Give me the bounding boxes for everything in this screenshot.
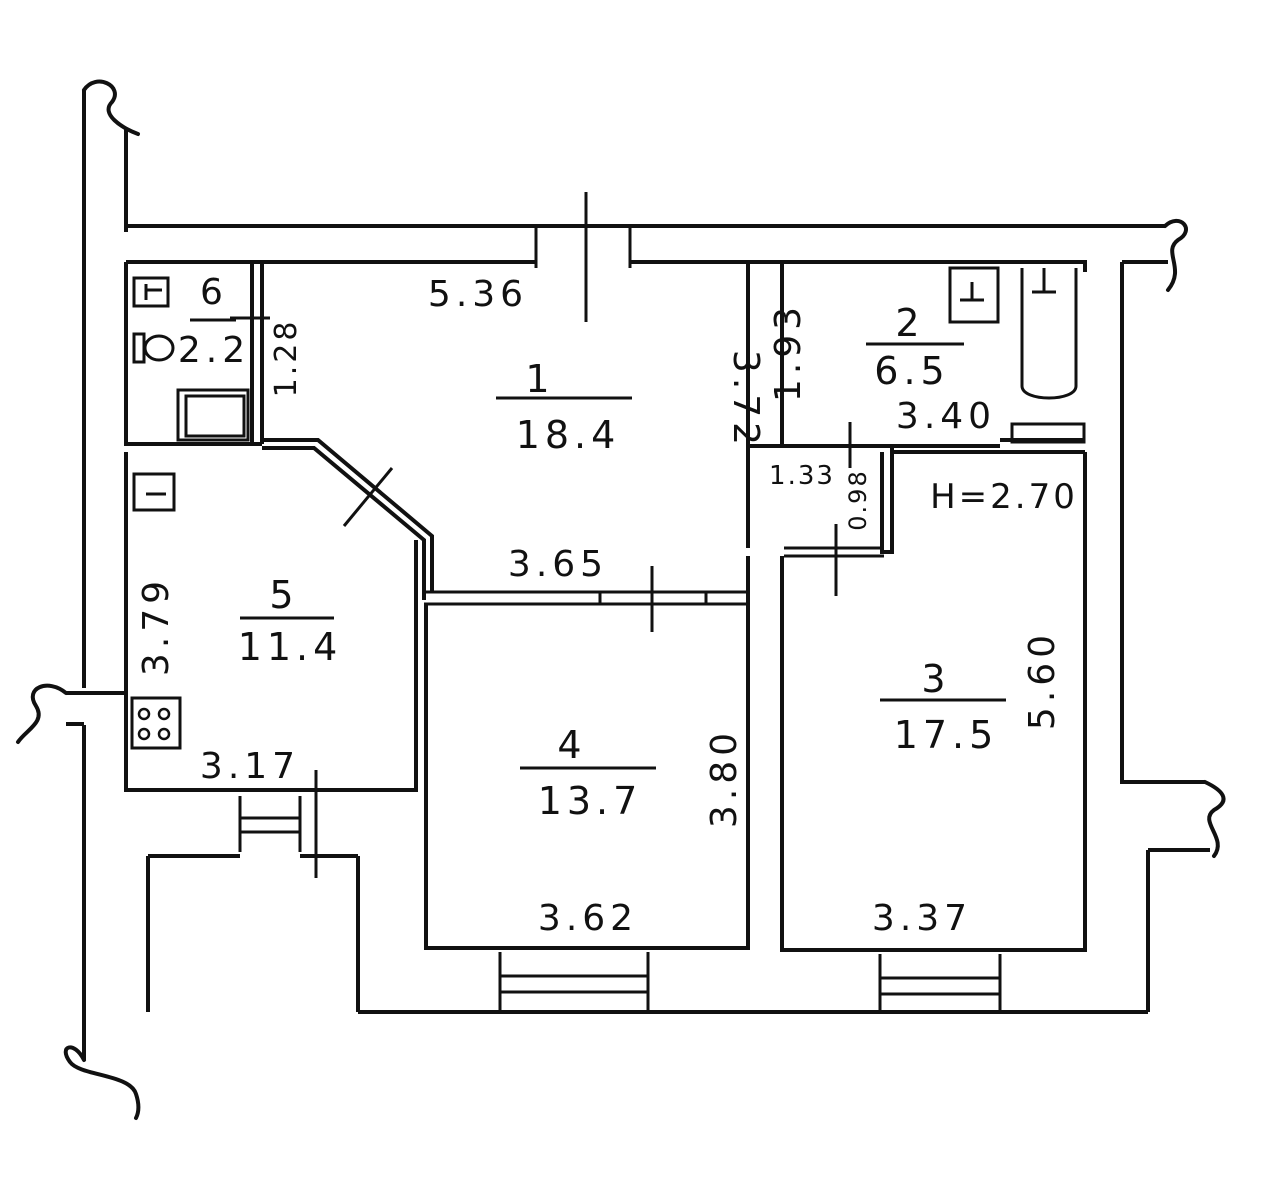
- dim-r5-left: 3.79: [136, 576, 177, 676]
- break-left-middle: [16, 683, 68, 744]
- room-4-area: 13.7: [538, 779, 643, 823]
- sink-2: [948, 266, 1000, 324]
- kitchen-window: [238, 770, 318, 878]
- room-3-number: 3: [921, 657, 950, 701]
- dim-r1-bottom: 3.65: [508, 544, 608, 585]
- dim-r1-top: 5.36: [428, 274, 528, 315]
- dim-r3-bottom: 3.37: [872, 898, 972, 939]
- room-5: [124, 452, 418, 792]
- bottom-windows: [498, 952, 1002, 1012]
- toilet-tank: [132, 332, 146, 364]
- break-left-bottom: [63, 1045, 141, 1120]
- dim-hall-height: 0.98: [844, 469, 872, 530]
- top-wall-inner-right: [630, 260, 1087, 272]
- dim-r2-bottom: 3.40: [896, 396, 996, 437]
- room-3-area: 17.5: [894, 713, 999, 757]
- dim-r3-right: 5.60: [1022, 630, 1063, 730]
- room-6: [124, 262, 270, 446]
- room-2-area: 6.5: [874, 349, 949, 393]
- stove: [130, 696, 182, 750]
- room-6-number: 6: [200, 272, 228, 313]
- area-fraction-lines: [190, 318, 1006, 770]
- sink-6: [132, 276, 170, 308]
- dim-r1-right: 3.72: [725, 350, 766, 450]
- ceiling-height-label: H=2.70: [930, 477, 1078, 517]
- right-outer-wall: [1120, 260, 1205, 784]
- break-top-right: [1163, 218, 1188, 292]
- hallway: [746, 446, 894, 596]
- dim-r2-left: 1.93: [768, 302, 809, 402]
- room-6-area: 2.2: [178, 330, 250, 371]
- room-3: [780, 450, 1087, 952]
- room-5-area: 11.4: [238, 625, 343, 669]
- break-top-left: [82, 79, 140, 136]
- dim-r4-bottom: 3.62: [538, 898, 638, 939]
- break-right-lower: [1203, 780, 1226, 858]
- room-1-number: 1: [525, 357, 554, 401]
- kitchen-sink: [132, 472, 176, 512]
- room-1-area: 18.4: [516, 413, 621, 457]
- room-1: [262, 262, 784, 632]
- wall-break-symbols: [16, 79, 1226, 1120]
- dim-r5-bottom: 3.17: [200, 746, 300, 787]
- bathtub: [1020, 268, 1078, 400]
- dim-r4-right: 3.80: [704, 728, 745, 828]
- toilet-bowl: [143, 334, 175, 362]
- top-window: [534, 192, 632, 322]
- room-5-number: 5: [269, 573, 298, 617]
- room-4: [424, 556, 750, 950]
- dim-hall-width: 1.33: [769, 461, 835, 491]
- shower-tray: [176, 388, 250, 442]
- room-4-number: 4: [557, 723, 586, 767]
- room-2-number: 2: [895, 301, 924, 345]
- dim-r6-right: 1.28: [269, 319, 304, 398]
- exterior-walls: [66, 90, 1210, 1060]
